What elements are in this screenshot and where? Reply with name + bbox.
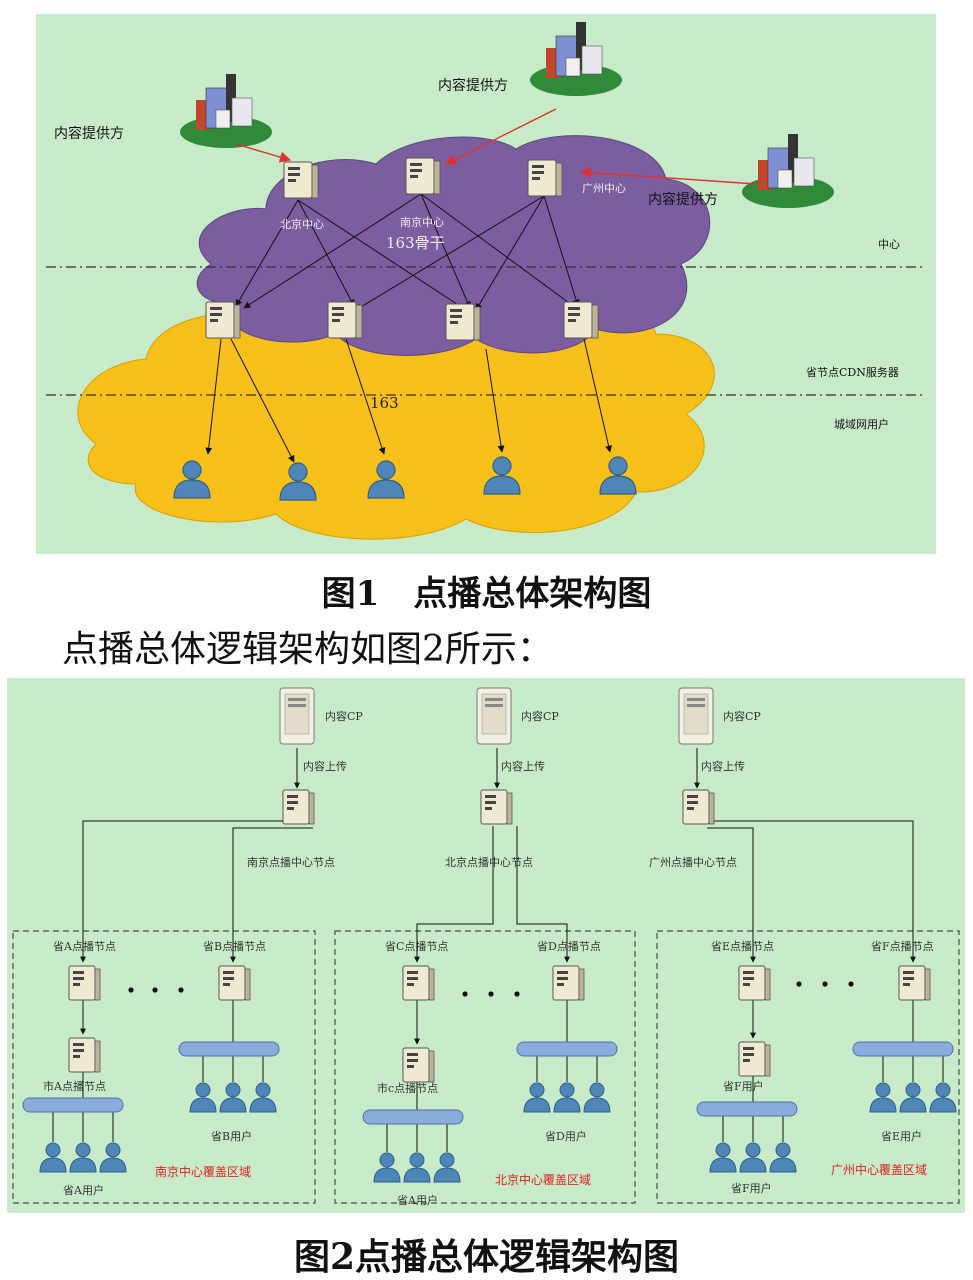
network-bus-icon [516,1041,618,1057]
backbone-cloud [196,135,711,356]
province-f-node-label: 省F点播节点 [871,939,934,953]
province-cdn-server-icon [445,303,481,341]
provider-arrow [235,143,292,163]
network-bus-icon [178,1041,280,1057]
center-layer-label: 中心 [878,238,900,251]
province-node-icon [898,965,931,1001]
backbone-label: 163骨干 [386,234,445,252]
province-node-icon [218,965,251,1001]
figure-2-logical-diagram: 内容CP 内容CP 内容CP 内容上传 内容上传 内容上传 南京点播中心节点 北… [7,678,965,1213]
guangzhou-users-left-label: 省F用户 [723,1079,764,1093]
province-cdn-server-icon [205,301,241,339]
guangzhou-center-server-icon [527,159,563,197]
provider-label-top: 内容提供方 [438,77,508,94]
provider-arrow [444,108,557,165]
network-bus-icon [362,1109,464,1125]
province-node-icon [402,965,435,1001]
guangzhou-center-label: 广州中心 [582,182,626,195]
network-bus-icon [22,1097,124,1113]
metro-user-layer-label: 城域网用户 [834,417,889,431]
beijing-users-left-label: 省A用户 [397,1193,438,1207]
content-cp-server-icon [678,687,714,745]
city-node-icon [68,1037,101,1073]
cp-label-3: 内容CP [723,709,761,723]
beijing-center-node-label: 北京点播中心节点 [445,855,533,869]
city-c-node-label: 市c点播节点 [377,1081,438,1095]
nanjing-center-server-icon [405,157,441,195]
upload-label-2: 内容上传 [501,759,545,773]
intro-paragraph: 点播总体逻辑架构如图2所示： [62,629,553,670]
network-bus-icon [696,1101,798,1117]
city-node-icon [738,1041,771,1077]
beijing-region-box [334,930,636,1204]
beijing-center-server-icon [283,161,319,199]
province-d-node-label: 省D点播节点 [537,939,601,953]
content-cp-server-icon [476,687,512,745]
upload-label-1: 内容上传 [303,759,347,773]
province-layer-label: 省节点CDN服务器 [806,366,899,379]
province-node-icon [68,965,101,1001]
province-b-node-label: 省B点播节点 [203,939,266,953]
center-to-province-links [235,193,580,311]
city-node-icon [402,1047,435,1083]
guangzhou-region-label: 广州中心覆盖区域 [831,1162,927,1177]
province-cdn-server-icon [327,301,363,339]
guangzhou-users-right-label: 省E用户 [881,1129,922,1143]
nanjing-users-left-label: 省A用户 [63,1183,104,1197]
nanjing-center-label: 南京中心 [400,215,444,229]
nanjing-users-right-label: 省B用户 [211,1129,252,1143]
beijing-center-label: 北京中心 [280,217,324,231]
province-cdn-server-icon [563,301,599,339]
network-label: 163 [370,394,399,412]
guangzhou-region-box [656,930,960,1204]
ellipsis-dots [128,981,854,997]
figure-1-caption: 图1 点播总体架构图 [321,574,652,614]
nanjing-region-label: 南京中心覆盖区域 [155,1164,251,1179]
figure-2-caption: 图2点播总体逻辑架构图 [293,1236,680,1278]
cp-label-1: 内容CP [325,709,363,723]
figure-2-links [52,748,944,1152]
provider-label-left: 内容提供方 [54,125,124,142]
guangzhou-center-node-icon [682,789,715,825]
province-node-icon [738,965,771,1001]
province-node-icon [552,965,585,1001]
nanjing-center-node-icon [282,789,315,825]
network-bus-icon [852,1041,954,1057]
guangzhou-center-node-label: 广州点播中心节点 [649,855,737,869]
upload-label-3: 内容上传 [701,759,745,773]
city-a-node-label: 市A点播节点 [43,1079,106,1093]
cp-label-2: 内容CP [521,709,559,723]
content-cp-server-icon [279,687,315,745]
beijing-center-node-icon [480,789,513,825]
beijing-region-label: 北京中心覆盖区域 [495,1172,591,1187]
provider-arrow [579,167,757,185]
province-to-user-links [205,338,612,463]
beijing-users-right-label: 省D用户 [545,1129,587,1143]
guangzhou-users-bottom-label: 省F用户 [731,1181,772,1195]
province-e-node-label: 省E点播节点 [711,939,774,953]
figure-2-background [7,678,965,1213]
province-a-node-label: 省A点播节点 [53,939,116,953]
province-c-node-label: 省C点播节点 [385,939,448,953]
nanjing-region-box [12,930,316,1204]
provider-label-right: 内容提供方 [648,191,718,208]
nanjing-center-node-label: 南京点播中心节点 [247,855,335,869]
figure-1-architecture-diagram: 内容提供方 内容提供方 内容提供方 北京中心 南京中心 广州中心 163骨干 1… [36,14,936,554]
